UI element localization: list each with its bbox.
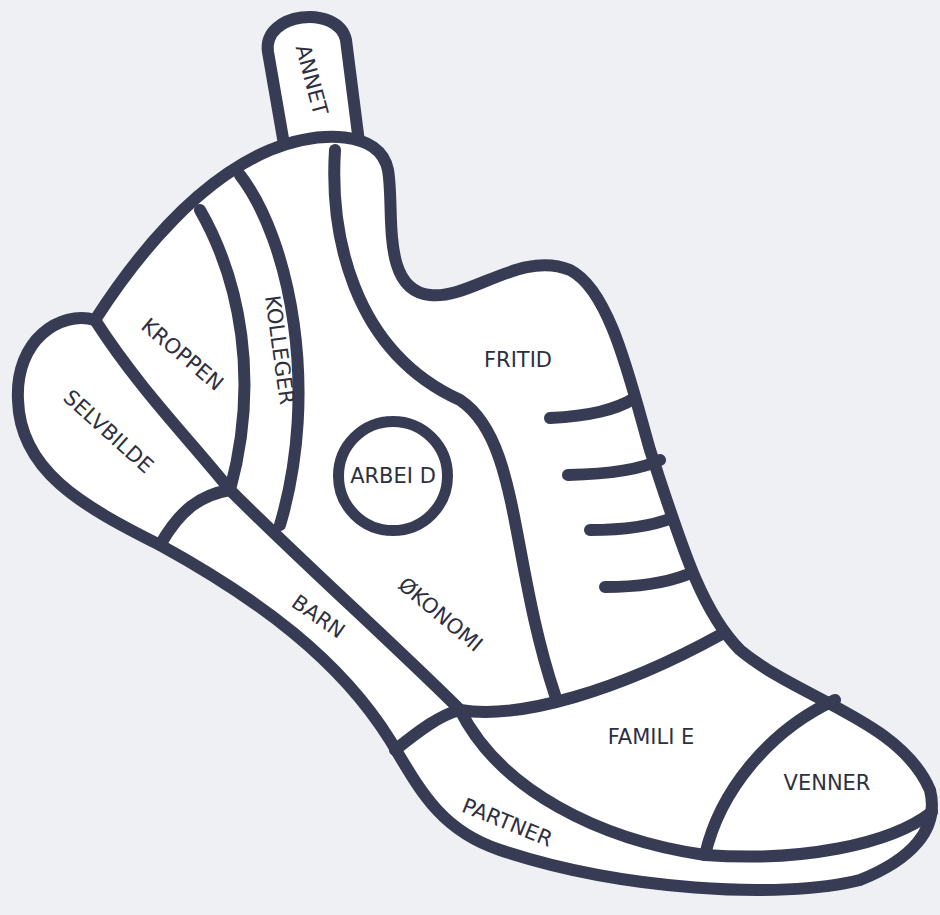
region-label: ØKONOMI: [394, 574, 486, 656]
shoe-region: KOLLEGER: [209, 325, 349, 375]
shoe-region: SELVBILDE: [38, 407, 178, 457]
shoe-region: VENNER: [757, 758, 897, 808]
heel-divider-line: [160, 490, 230, 545]
region-label: ARBEI D: [350, 466, 436, 487]
region-label: FRITID: [484, 350, 552, 371]
lace: [605, 575, 686, 587]
region-label: PARTNER: [459, 795, 555, 850]
lace: [590, 518, 672, 530]
region-label: BARN: [288, 591, 348, 642]
shoe-region: FAMILI E: [581, 712, 721, 762]
midsole-top-line: [230, 490, 720, 712]
pull-tab: [268, 17, 360, 150]
shoe-region: BARN: [248, 592, 388, 642]
region-label: VENNER: [784, 773, 871, 794]
shoe-outline: [18, 137, 932, 890]
midsole-divider-line: [395, 710, 460, 750]
lace: [550, 398, 635, 418]
quarter-line: [200, 210, 244, 490]
region-label: FAMILI E: [608, 727, 695, 748]
shoe-region: KROPPEN: [112, 330, 252, 380]
shoe-region: PARTNER: [437, 798, 577, 848]
shoe-region: ANNET: [241, 55, 381, 105]
quarter-line: [240, 175, 299, 525]
shoe-region: FRITID: [448, 335, 588, 385]
lace: [568, 460, 660, 475]
circle-node: ARBEI D: [333, 416, 453, 536]
